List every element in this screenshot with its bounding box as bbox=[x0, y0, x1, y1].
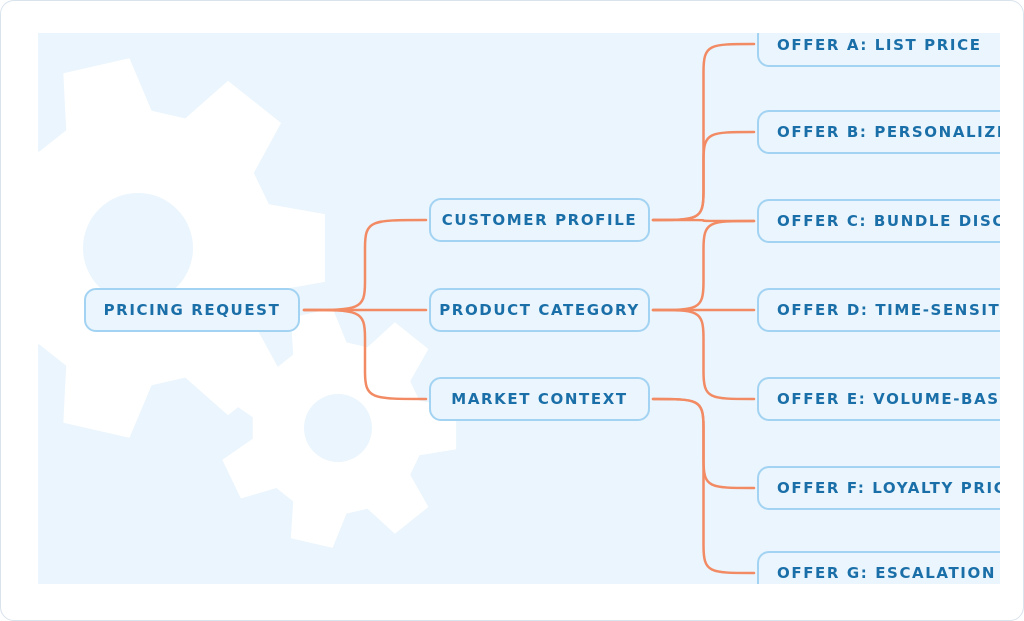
gear-decoration bbox=[38, 58, 457, 548]
branch-node-label: PRODUCT CATEGORY bbox=[439, 301, 640, 319]
offer-node-g[interactable]: OFFER G: ESCALATION R bbox=[757, 551, 1000, 584]
diagram-canvas: PRICING REQUEST CUSTOMER PROFILE PRODUCT… bbox=[38, 33, 1000, 584]
connector-root-branch-3 bbox=[302, 308, 428, 401]
branch-node-customer-profile[interactable]: CUSTOMER PROFILE bbox=[429, 198, 650, 242]
offer-node-d[interactable]: OFFER D: TIME-SENSITIV bbox=[757, 288, 1000, 332]
offer-node-c[interactable]: OFFER C: BUNDLE DISCO bbox=[757, 199, 1000, 243]
connector-market-offer-7 bbox=[651, 397, 756, 575]
root-node-label: PRICING REQUEST bbox=[103, 301, 281, 319]
branch-node-label: MARKET CONTEXT bbox=[451, 390, 628, 408]
connector-lines bbox=[302, 42, 756, 575]
offer-node-a[interactable]: OFFER A: LIST PRICE bbox=[757, 33, 1000, 67]
offer-node-label: OFFER E: VOLUME-BASED bbox=[777, 390, 1000, 408]
offer-node-label: OFFER A: LIST PRICE bbox=[777, 36, 982, 54]
offer-node-f[interactable]: OFFER F: LOYALTY PRICE bbox=[757, 466, 1000, 510]
root-node-pricing-request[interactable]: PRICING REQUEST bbox=[84, 288, 300, 332]
offer-node-label: OFFER G: ESCALATION R bbox=[777, 564, 1000, 582]
offer-node-e[interactable]: OFFER E: VOLUME-BASED bbox=[757, 377, 1000, 421]
offer-node-label: OFFER F: LOYALTY PRICE bbox=[777, 479, 1000, 497]
connector-product-offer-5 bbox=[651, 308, 756, 401]
branch-node-market-context[interactable]: MARKET CONTEXT bbox=[429, 377, 650, 421]
offer-node-b[interactable]: OFFER B: PERSONALIZED bbox=[757, 110, 1000, 154]
offer-node-label: OFFER D: TIME-SENSITIV bbox=[777, 301, 1000, 319]
small-gear-icon bbox=[222, 308, 457, 548]
branch-node-product-category[interactable]: PRODUCT CATEGORY bbox=[429, 288, 650, 332]
connector-customer-offer-2 bbox=[651, 130, 756, 222]
large-gear-icon bbox=[38, 58, 325, 438]
branch-node-label: CUSTOMER PROFILE bbox=[441, 211, 638, 229]
offer-node-label: OFFER B: PERSONALIZED bbox=[777, 123, 1000, 141]
connector-product-offer-3 bbox=[651, 219, 756, 312]
offer-node-label: OFFER C: BUNDLE DISCO bbox=[777, 212, 1000, 230]
connector-root-branch-1 bbox=[302, 218, 428, 312]
